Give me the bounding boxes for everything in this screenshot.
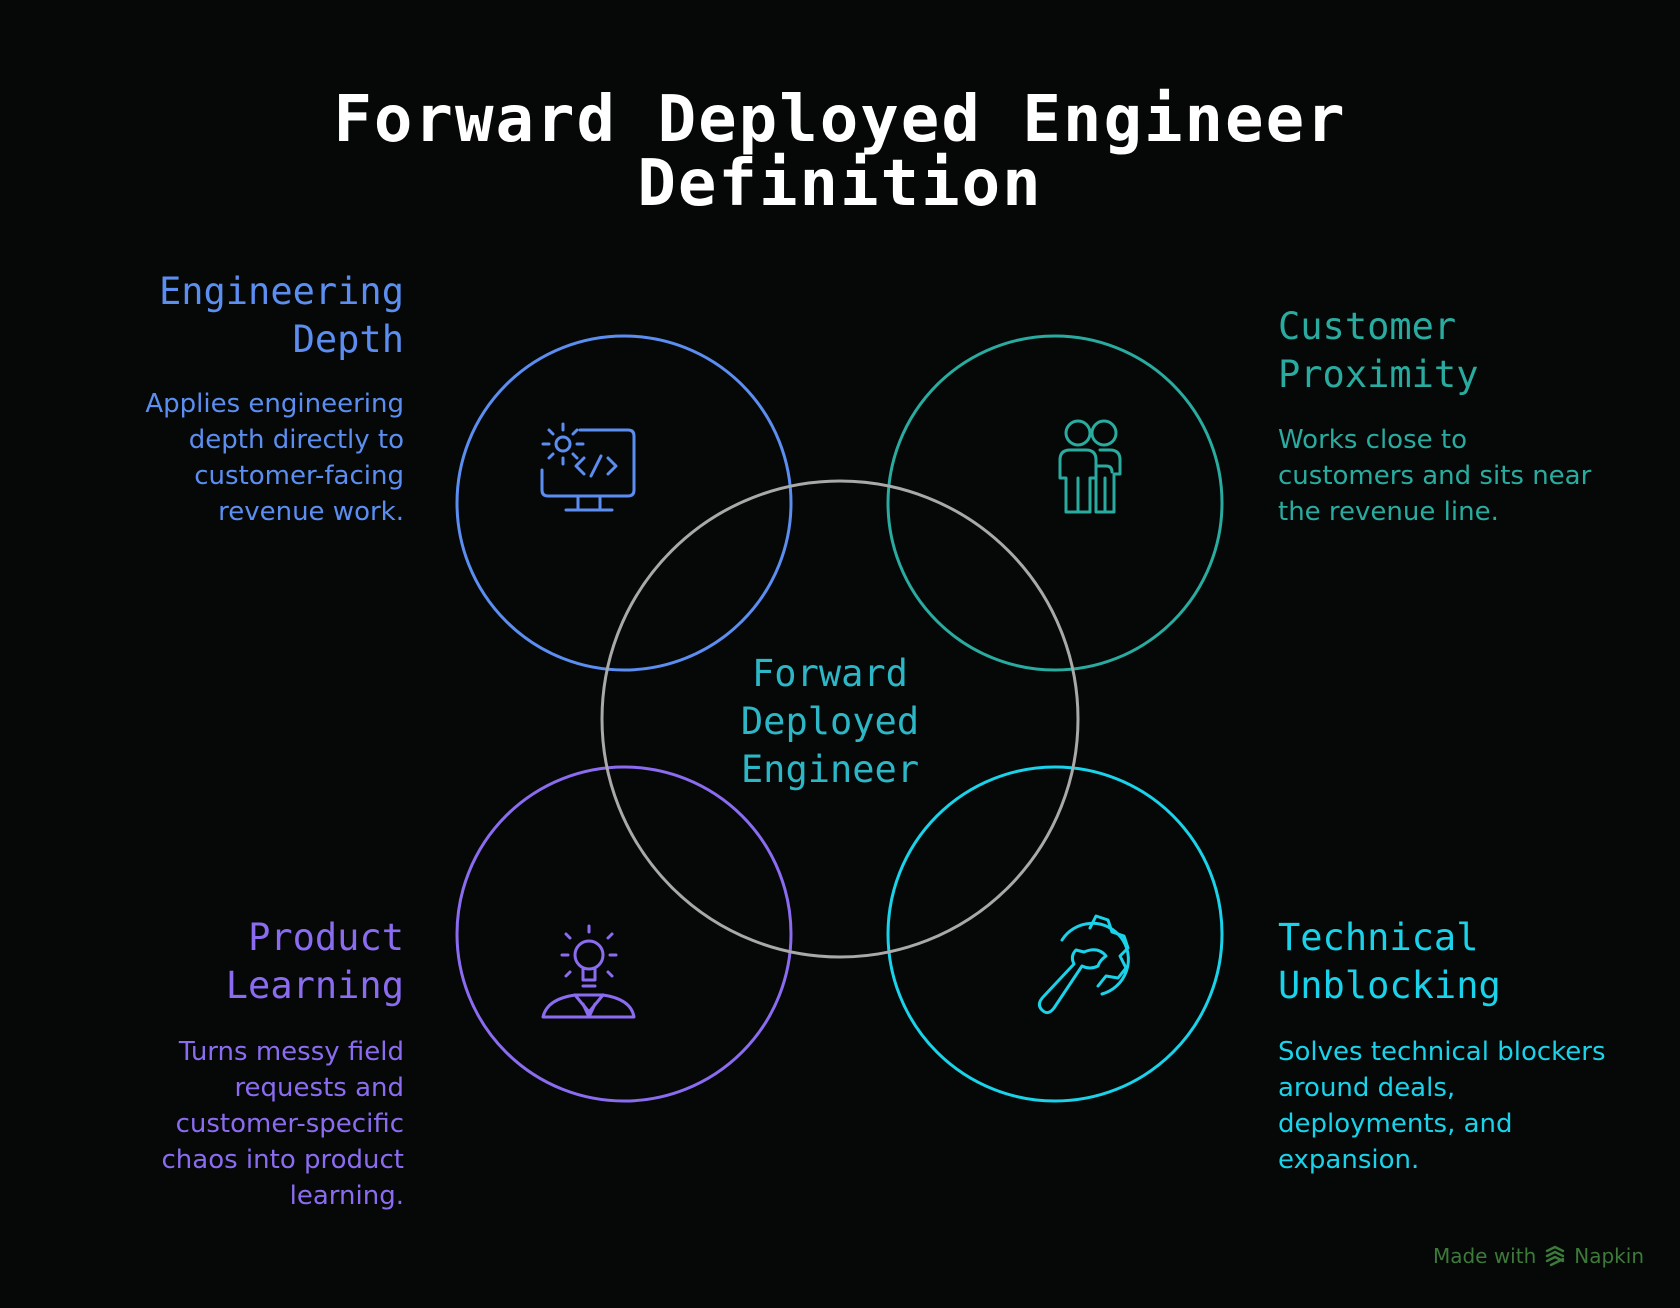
computer-code-gear-icon [540,422,636,512]
center-label-line-1: Forward [752,652,908,695]
technical-unblocking-description: Solves technical blockers around deals, … [1278,1037,1606,1175]
customer-proximity-heading-line-1: Customer [1278,305,1457,348]
made-with-napkin-watermark[interactable]: Made with Napkin [1433,1244,1644,1268]
people-group-icon [1058,419,1122,514]
customer-proximity-heading: Customer Proximity [1278,303,1618,399]
engineering-depth-heading-line-1: Engineering [158,270,404,313]
product-learning-heading: Product Learning [84,914,404,1010]
center-circle [600,479,1080,959]
product-learning-circle [455,765,793,1103]
center-label: Forward Deployed Engineer [680,650,980,794]
product-learning-description: Turns messy field requests and customer-… [161,1037,405,1211]
napkin-logo-icon [1546,1245,1565,1267]
center-label-line-3: Engineer [740,748,920,791]
title-line-1: Forward Deployed Engineer [333,83,1347,157]
watermark-brand: Napkin [1574,1244,1644,1268]
technical-unblocking-heading: Technical Unblocking [1278,914,1618,1010]
page-title: Forward Deployed Engineer Definition [0,88,1680,216]
lightbulb-person-icon [541,924,636,1019]
technical-unblocking-heading-line-1: Technical [1278,916,1479,959]
engineering-depth-heading: Engineering Depth [84,268,404,364]
title-line-2: Definition [637,147,1043,221]
engineering-depth-description: Applies engineering depth directly to cu… [145,389,404,527]
center-label-line-2: Deployed [740,700,920,743]
technical-unblocking-heading-line-2: Unblocking [1278,964,1501,1007]
technical-unblocking-circle [886,765,1224,1103]
product-learning-heading-line-2: Learning [225,964,404,1007]
engineering-depth-heading-line-2: Depth [292,318,404,361]
customer-proximity-circle [886,334,1224,672]
engineering-depth-circle [455,334,793,672]
customer-proximity-heading-line-2: Proximity [1278,353,1479,396]
watermark-prefix: Made with [1432,1244,1537,1268]
wrench-gear-icon [1037,914,1130,1015]
customer-proximity-description: Works close to customers and sits near t… [1278,425,1592,527]
product-learning-heading-line-1: Product [248,916,404,959]
